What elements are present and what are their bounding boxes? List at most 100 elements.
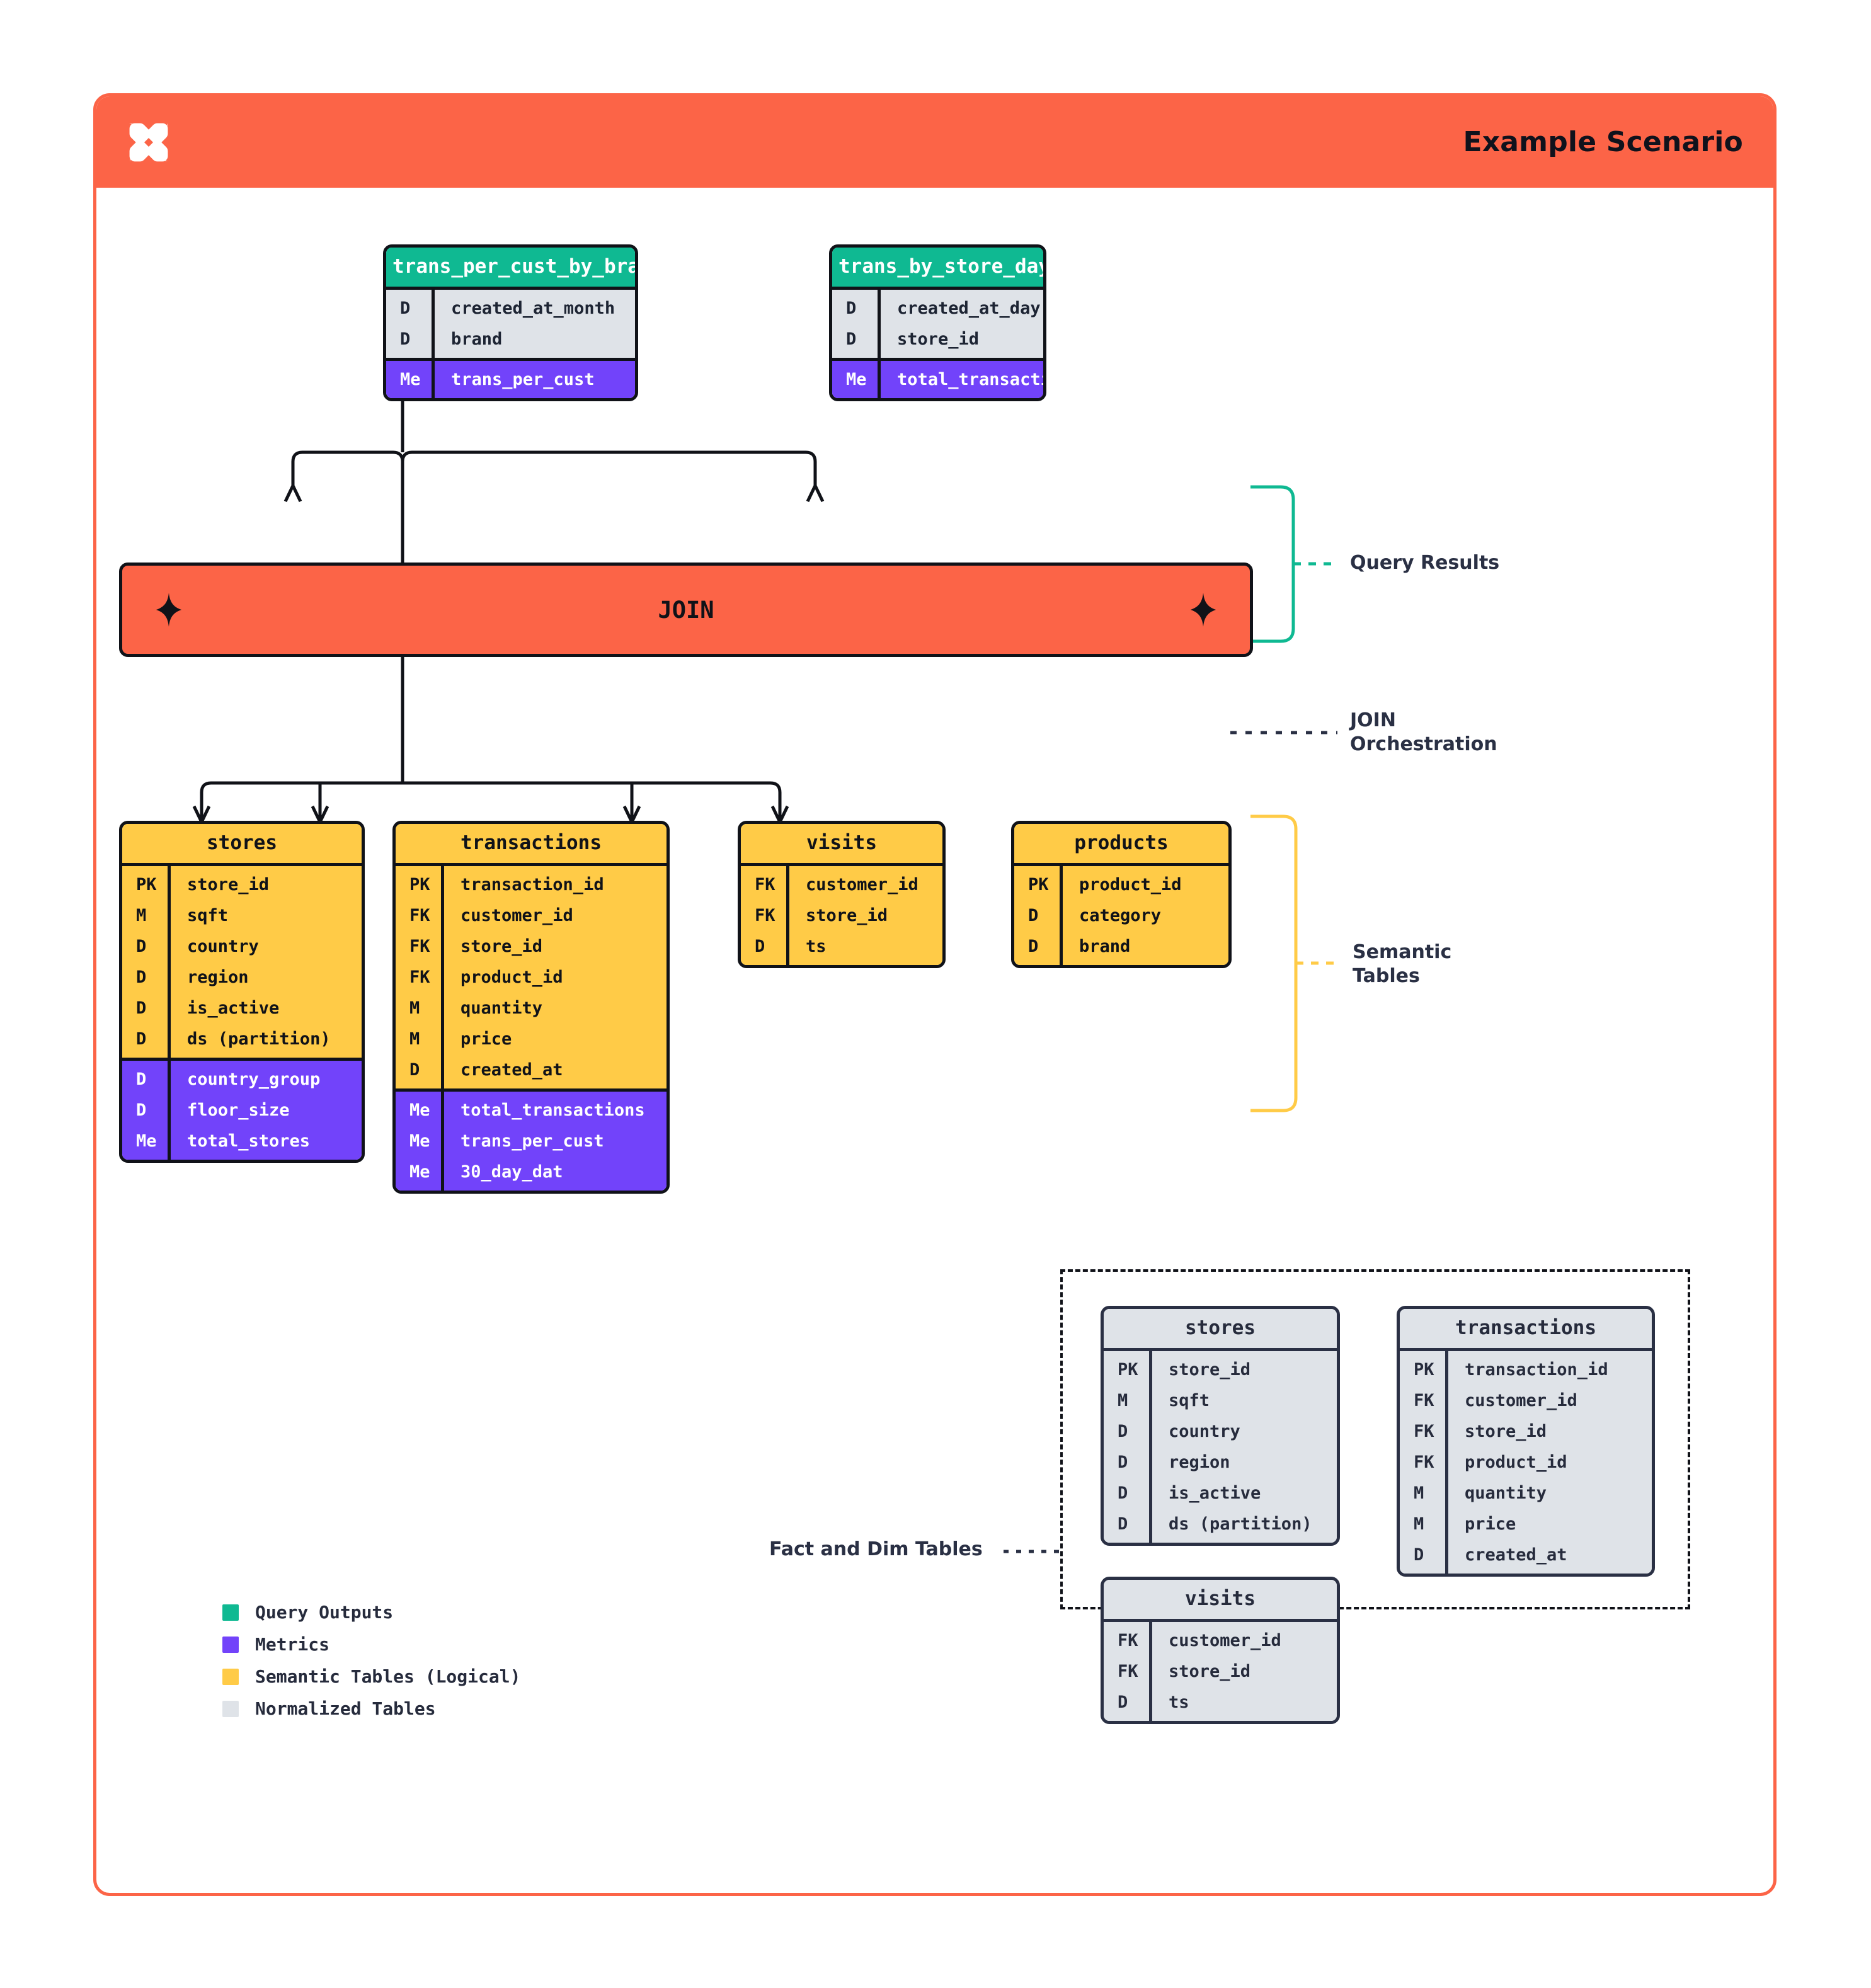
field-key: D [755, 937, 765, 957]
field-key: D [1028, 937, 1039, 957]
field-key: Me [400, 370, 421, 390]
field-name: sqft [1149, 1385, 1337, 1417]
field-key: D [1028, 906, 1039, 926]
metric-section: Me trans_per_cust [386, 358, 635, 399]
field-key: FK [409, 968, 430, 988]
field-key: D [846, 329, 857, 350]
table-title: stores [122, 824, 362, 864]
field-key: D [1118, 1422, 1128, 1442]
join-orchestration-bar[interactable]: JOIN [119, 563, 1253, 657]
field-key: FK [1414, 1422, 1434, 1442]
table-row: Me total_transactions [832, 361, 1043, 399]
annotation-label: Fact and Dim Tables [769, 1538, 983, 1560]
field-key: PK [1118, 1360, 1138, 1380]
field-name: customer_id [786, 866, 942, 901]
field-key: D [136, 968, 147, 988]
annotation-query-results: Query Results [1350, 551, 1499, 575]
card-header: Example Scenario [96, 96, 1773, 188]
field-key: FK [1414, 1391, 1434, 1411]
field-key: M [1414, 1483, 1424, 1504]
field-key: Me [409, 1131, 430, 1151]
example-scenario-card: Example Scenario [93, 93, 1777, 1896]
field-key: PK [1414, 1360, 1434, 1380]
field-key: Me [136, 1131, 157, 1151]
field-key: PK [1028, 875, 1049, 895]
field-name: total_transactions [441, 1092, 667, 1126]
table-row: D store_id [832, 324, 1043, 358]
field-key: FK [1414, 1453, 1434, 1473]
sparkle-icon [151, 592, 186, 627]
field-key: M [409, 1029, 420, 1049]
query-result-table[interactable]: trans_per_cust_by_brand_month D created_… [383, 244, 638, 402]
field-key: D [136, 1100, 147, 1121]
field-name: store_id [1149, 1656, 1337, 1688]
table-title: transactions [1400, 1309, 1652, 1349]
annotation-label-line1: JOIN [1350, 709, 1396, 731]
field-key: D [400, 329, 411, 350]
annotation-join-orchestration: JOIN Orchestration [1350, 709, 1497, 756]
annotation-fact-and-dim-tables: Fact and Dim Tables [769, 1538, 983, 1562]
annotation-semantic-tables: Semantic Tables [1353, 940, 1451, 988]
legend-label: Normalized Tables [255, 1698, 436, 1719]
legend-swatch-yellow [222, 1668, 239, 1685]
field-name: ts [786, 931, 942, 966]
table-row: D created_at_day [832, 290, 1043, 324]
dimension-section: D created_at_day D store_id [832, 287, 1043, 358]
field-name: 30_day_dat [441, 1157, 667, 1191]
field-name: customer_id [1149, 1622, 1337, 1657]
dimension-section: D created_at_month D brand [386, 287, 635, 358]
field-name: country [1149, 1416, 1337, 1448]
legend-item-normalized-tables: Normalized Tables [222, 1698, 520, 1719]
field-key: Me [409, 1100, 430, 1121]
field-key: FK [755, 875, 775, 895]
field-name: total_transactions [878, 361, 1043, 399]
field-name: transaction_id [441, 866, 667, 901]
legend-item-metrics: Metrics [222, 1634, 520, 1655]
field-key: D [1118, 1693, 1128, 1713]
field-name: ts [1149, 1687, 1337, 1722]
annotation-label: Query Results [1350, 552, 1500, 574]
table-row: Me total_transactions [396, 1092, 667, 1126]
field-name: store_id [786, 900, 942, 932]
field-key: FK [755, 906, 775, 926]
field-key: D [1118, 1514, 1128, 1534]
annotation-label-line2: Orchestration [1350, 733, 1497, 755]
query-result-table[interactable]: trans_by_store_day D created_at_day D st… [829, 244, 1046, 402]
field-key: M [1414, 1514, 1424, 1534]
legend-item-semantic-tables: Semantic Tables (Logical) [222, 1666, 520, 1687]
field-key: PK [409, 875, 430, 895]
field-name: ds (partition) [168, 1024, 362, 1058]
field-key: FK [409, 906, 430, 926]
field-name: is_active [1149, 1478, 1337, 1509]
annotation-label-line2: Tables [1353, 964, 1420, 987]
